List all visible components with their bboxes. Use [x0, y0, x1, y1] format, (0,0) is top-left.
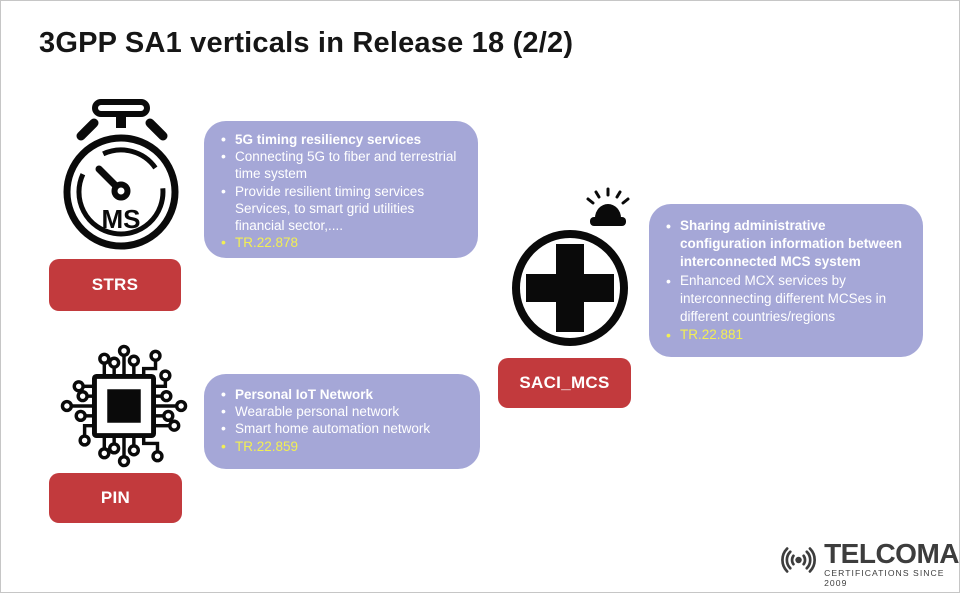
bullet-item: Personal IoT Network — [220, 386, 466, 403]
saci-mcs-label: SACI_MCS — [519, 373, 610, 392]
bullet-list: 5G timing resiliency services Connecting… — [220, 131, 464, 252]
strs-label: STRS — [91, 275, 139, 294]
medical-cross-icon — [512, 230, 628, 346]
bullet-item: Smart home automation network — [220, 420, 466, 437]
bullet-item: Sharing administrative configuration inf… — [665, 217, 909, 272]
bullet-item-tr-number: TR.22.878 — [220, 234, 464, 251]
siren-icon — [586, 187, 630, 226]
bullet-item-tr-number: TR.22.881 — [665, 326, 909, 344]
logo-name: TELCOMA — [824, 538, 960, 569]
bullet-item: 5G timing resiliency services — [220, 131, 464, 148]
bullet-item: Enhanced MCX services by interconnecting… — [665, 272, 909, 327]
saci-mcs-callout-box: Sharing administrative configuration inf… — [649, 204, 923, 357]
telcoma-logo: TELCOMA CERTIFICATIONS SINCE 2009 — [777, 538, 960, 589]
logo-text: TELCOMA CERTIFICATIONS SINCE 2009 — [824, 538, 960, 589]
bullet-item: Wearable personal network — [220, 403, 466, 420]
bullet-item: Connecting 5G to fiber and terrestrial t… — [220, 148, 464, 182]
strs-label-chip: STRS — [49, 259, 181, 311]
pin-label-chip: PIN — [49, 473, 182, 523]
saci-mcs-label-chip: SACI_MCS — [498, 358, 631, 408]
pin-label: PIN — [100, 488, 131, 507]
bullet-list: Sharing administrative configuration inf… — [665, 217, 909, 345]
pin-callout-box: Personal IoT Network Wearable personal n… — [204, 374, 480, 469]
stopwatch-dial-label: MS — [102, 204, 141, 234]
microchip-icon — [60, 344, 188, 468]
stopwatch-ms-icon: MS — [63, 99, 179, 250]
strs-callout-box: 5G timing resiliency services Connecting… — [204, 121, 478, 258]
bullet-item: Provide resilient timing services Servic… — [220, 183, 464, 235]
logo-tagline: CERTIFICATIONS SINCE 2009 — [824, 568, 945, 588]
page-title: 3GPP SA1 verticals in Release 18 (2/2) — [39, 27, 574, 59]
radio-waves-icon — [781, 547, 816, 573]
bullet-list: Personal IoT Network Wearable personal n… — [220, 386, 466, 455]
bullet-item-tr-number: TR.22.859 — [220, 438, 466, 455]
